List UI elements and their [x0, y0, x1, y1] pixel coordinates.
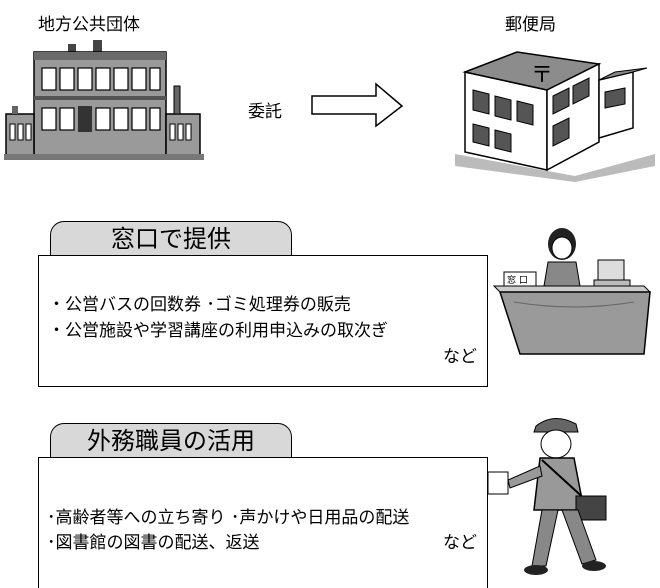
outreach-staff-tab: 外務職員の活用 [50, 423, 292, 459]
postal-mark-icon: 〒 [531, 63, 553, 88]
post-office-label: 郵便局 [505, 15, 556, 35]
counter-service-box: ・公営バスの回数券 ･ゴミ処理券の販売 ・公営施設や学習講座の利用申込みの取次ぎ… [38, 255, 488, 387]
counter-clerk-icon: 窓 口 [492, 228, 652, 355]
counter-sign-label: 窓 口 [507, 274, 528, 286]
counter-service-tab: 窓口で提供 [50, 221, 292, 257]
arrow-label: 委託 [248, 102, 282, 122]
mail-carrier-icon [487, 418, 607, 575]
local-government-label: 地方公共団体 [38, 15, 140, 35]
counter-service-item-2: ・公営施設や学習講座の利用申込みの取次ぎ [48, 321, 388, 341]
counter-service-item-1: ・公営バスの回数券 ･ゴミ処理券の販売 [48, 295, 351, 315]
outreach-staff-item-1: ･高齢者等への立ち寄り ･声かけや日用品の配送 [47, 508, 410, 528]
outreach-staff-etc: など [443, 533, 477, 553]
government-building-icon [4, 40, 204, 160]
counter-service-etc: など [443, 347, 477, 367]
outreach-staff-box: ･高齢者等への立ち寄り ･声かけや日用品の配送 ･図書館の図書の配送、返送 など [38, 457, 488, 588]
right-arrow-icon [311, 82, 404, 128]
outreach-staff-item-2: ･図書館の図書の配送、返送 [47, 533, 260, 553]
post-office-building-icon: 〒 [455, 51, 655, 182]
